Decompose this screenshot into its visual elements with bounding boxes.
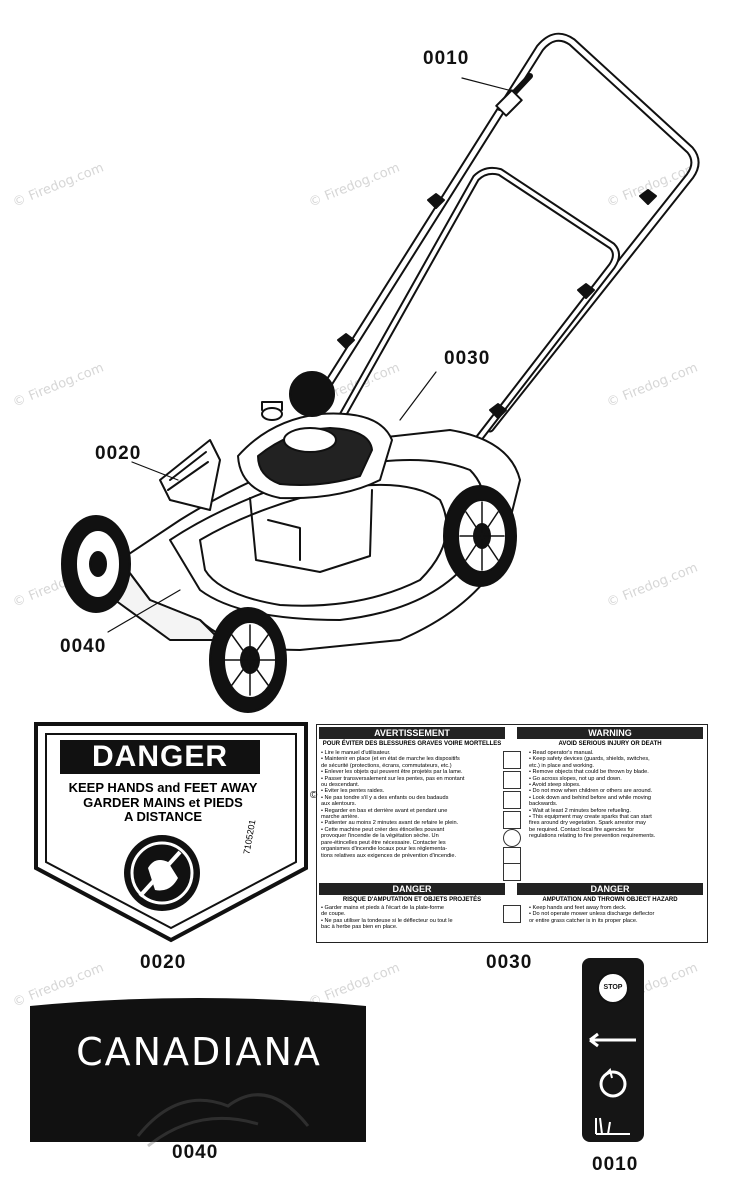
callout-0030-deck: 0030 [444, 348, 491, 369]
fr-warning-list: • Lire le manuel d'utilisateur.• Mainten… [321, 750, 501, 859]
warning-list-item: • Wait at least 2 minutes before refueli… [529, 807, 631, 814]
fuel-icon [503, 863, 521, 881]
warning-list-item: • Keep safety devices (guards, shields, … [529, 756, 650, 763]
handle-knob [427, 193, 445, 209]
warning-list-item: • Regarder en bas et derrière avant et p… [321, 807, 448, 814]
callout-0040-decal: 0040 [172, 1142, 219, 1163]
warning-list-item: • Patienter au moins 2 minutes avant de … [321, 820, 459, 827]
front-left-wheel [61, 515, 131, 613]
warning-list-item: • Ne pas tondre s'il y a des enfants ou … [321, 794, 449, 801]
warning-list-item: ou descendant. [321, 782, 360, 789]
warning-list-item: aux alentours. [321, 801, 357, 808]
en-danger-header: DANGER [517, 883, 703, 895]
fr-danger-header: DANGER [319, 883, 505, 895]
brand-logo: CANADIANA [76, 1030, 322, 1074]
warning-list-item: • Garder mains et pieds à l'écart de la … [321, 905, 445, 911]
warning-list-item: bac à herbe pas bien en place. [321, 924, 398, 931]
leader-line-0030 [399, 371, 437, 421]
warning-list-item: • Lire le manuel d'utilisateur. [321, 750, 391, 756]
warning-list-item: fires around dry vegetation. Spark arres… [529, 820, 646, 827]
warning-list-item: etc.) in place and working. [529, 762, 594, 769]
warning-list-item: tions relatives aux exigences de prévent… [321, 852, 457, 859]
amputation-icon [503, 905, 521, 923]
warning-list-item: • Avoid steep slopes. [529, 782, 581, 789]
warning-list-item: provoquer l'incendie de la végétation sè… [321, 833, 439, 840]
warning-list-item: regulations relating to fire prevention … [529, 833, 656, 840]
arrow-left-icon [589, 1032, 636, 1048]
warning-list-item: • Maintenir en place (et en état de marc… [321, 756, 460, 763]
handle-knob [489, 403, 507, 419]
warning-list-item: • This equipment may create sparks that … [529, 814, 652, 821]
start-icon [599, 1070, 627, 1098]
manual-icon [503, 751, 521, 769]
en-warning-header: WARNING [517, 727, 703, 739]
fr-warning-sub: POUR ÉVITER DES BLESSURES GRAVES VOIRE M… [322, 741, 502, 747]
callout-0040-front: 0040 [60, 636, 107, 657]
callout-0020-flap: 0020 [95, 443, 142, 464]
no-children-icon [503, 829, 521, 847]
hand-warning-icon [124, 835, 200, 911]
warning-list-item: • Keep hands and feet away from deck. [529, 905, 627, 911]
slope-icon [503, 811, 521, 829]
rear-right-wheel [443, 485, 517, 587]
lawn-mower-illustration [61, 32, 700, 713]
front-right-wheel [209, 607, 287, 713]
fr-warning-header: AVERTISSEMENT [319, 727, 505, 739]
danger-line-1: KEEP HANDS and FEET AWAY [68, 780, 258, 795]
guard-icon [503, 771, 521, 789]
warning-list-item: • Remove objects that could be thrown by… [529, 769, 649, 776]
warning-list-item: • Look down and behind before and while … [529, 794, 651, 801]
leader-line-0010 [461, 77, 517, 93]
warning-list-item: de coupe. [321, 911, 346, 918]
warning-list-item: • Enlever les objets qui peuvent être pr… [321, 769, 463, 776]
en-warning-list: • Read operator's manual.• Keep safety d… [529, 750, 703, 840]
en-danger-list: • Keep hands and feet away from deck.• D… [529, 905, 703, 924]
grass-icon [595, 1117, 630, 1135]
danger-decal [34, 722, 308, 943]
leader-line-0020 [131, 461, 179, 481]
en-warning-sub: AVOID SERIOUS INJURY OR DEATH [558, 741, 662, 747]
warning-list-item: • Ne pas utiliser la tondeuse si le défl… [321, 917, 453, 924]
warning-list-item: • Cette machine peut créer des étincelle… [321, 826, 445, 833]
warning-list-item: de sécurité (protections, écrans, commut… [321, 762, 452, 769]
warning-list-item: • Do not operate mower unless discharge … [529, 911, 655, 918]
leader-line-0040 [107, 589, 181, 633]
warning-list-item: backwards. [529, 801, 558, 808]
thrown-object-icon [503, 791, 521, 809]
control-decal-icons [589, 972, 636, 1135]
warning-list-item: • Do not mow when children or others are… [529, 788, 653, 795]
warning-list-item: • Éviter les pentes raides. [321, 788, 385, 795]
fr-danger-sub: RISQUE D'AMPUTATION ET OBJETS PROJETÉS [342, 897, 482, 903]
rear-left-wheel [289, 371, 335, 417]
warning-list-item: organismes d'incendie locaux pour les ré… [321, 846, 448, 853]
warning-list-item: • Go across slopes, not up and down. [529, 775, 622, 782]
warning-list-item: • Read operator's manual. [529, 750, 594, 756]
callout-0020-decal: 0020 [140, 952, 187, 973]
copyright-mark-icon: © [310, 790, 318, 801]
warning-list-item: • Passer transversalement sur les pentes… [321, 775, 465, 782]
warning-list-item: marche arrière. [321, 814, 359, 821]
lower-handle [336, 166, 620, 454]
danger-line-2: GARDER MAINS et PIEDS [83, 795, 243, 810]
danger-header: DANGER [60, 740, 260, 774]
callout-0030-decal: 0030 [486, 952, 533, 973]
warning-list-item: or entire grass catcher is in its proper… [529, 917, 638, 924]
stop-label: STOP [603, 984, 623, 991]
stop-icon [597, 972, 629, 1004]
fr-danger-list: • Garder mains et pieds à l'écart de la … [321, 905, 501, 931]
warning-list-item: be required. Contact local fire agencies… [529, 826, 635, 833]
handle-knob [639, 189, 657, 205]
warning-list-item: pare-étincelles peut être nécessaire. Co… [321, 839, 446, 846]
callout-0010-handle: 0010 [423, 48, 470, 69]
leaf-graphic-icon [136, 1093, 310, 1137]
canadiana-decal [30, 998, 366, 1148]
handle-knob [337, 333, 355, 349]
callout-0010-decal: 0010 [592, 1154, 639, 1175]
danger-line-3: A DISTANCE [124, 809, 202, 824]
warning-decal: AVERTISSEMENT WARNING POUR ÉVITER DES BL… [316, 724, 708, 943]
en-danger-sub: AMPUTATION AND THROWN OBJECT HAZARD [542, 897, 678, 903]
handle-knob [577, 283, 595, 299]
